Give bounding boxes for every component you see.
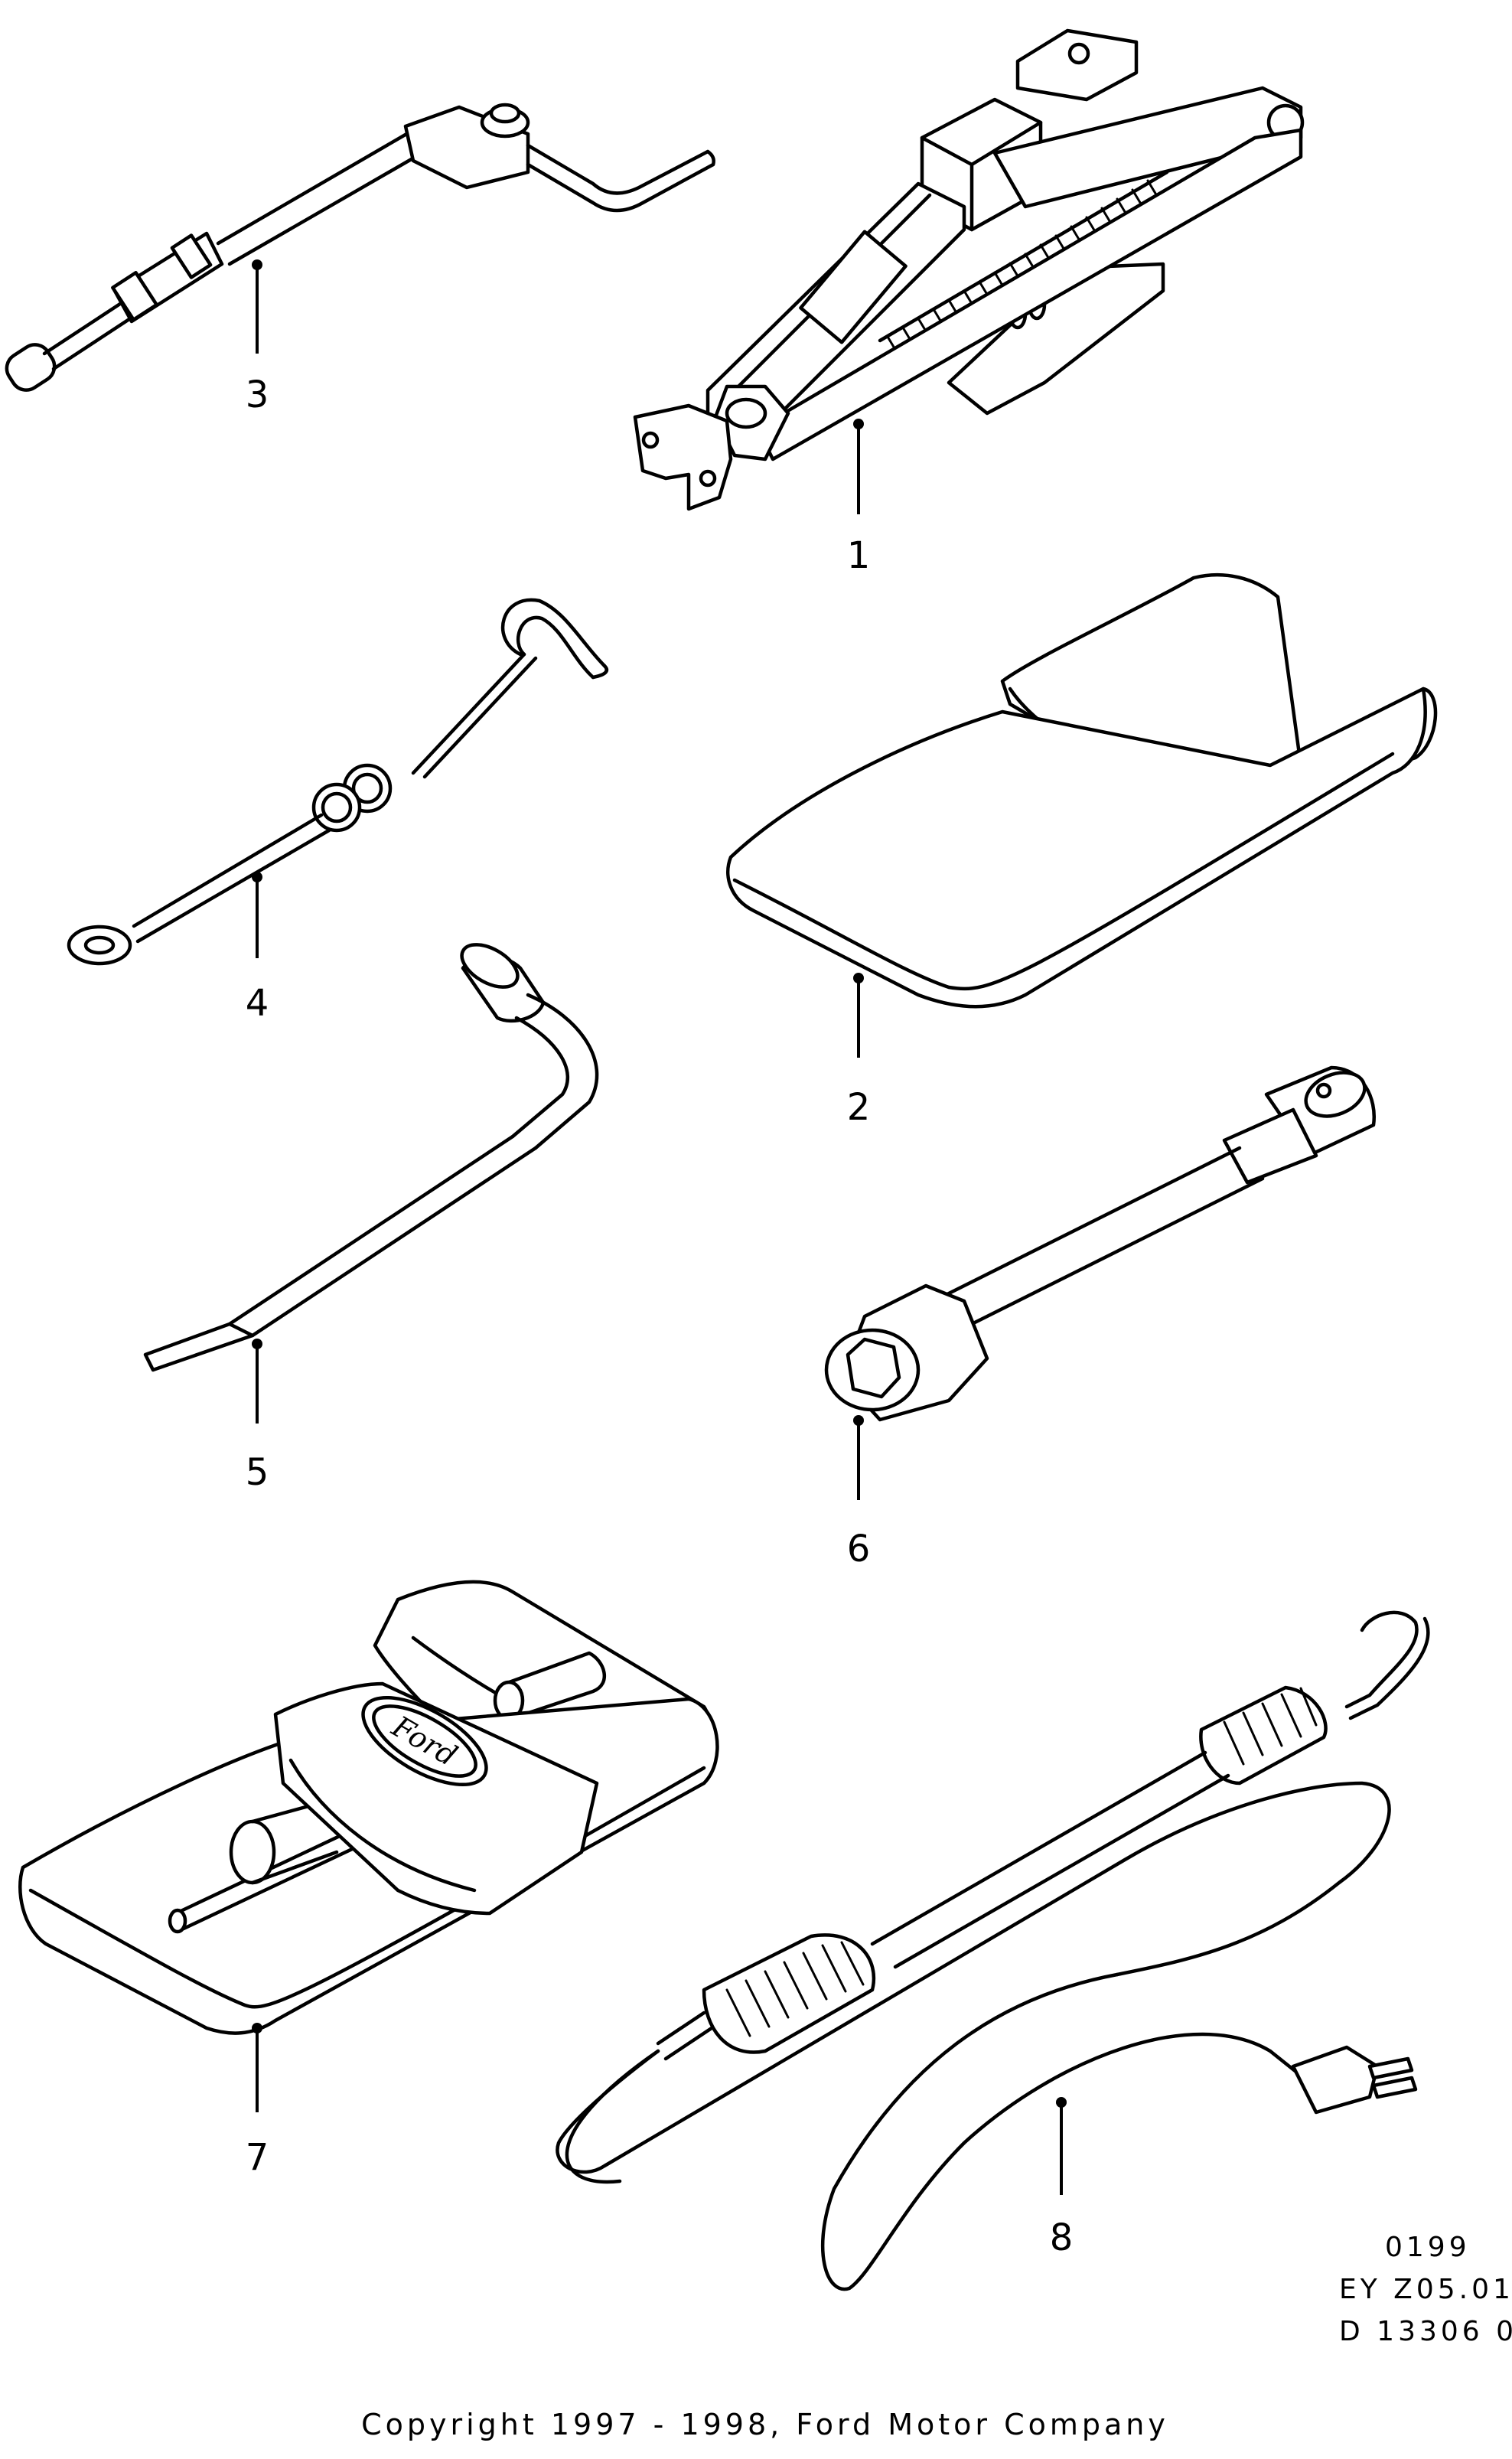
callout-6: 6 bbox=[847, 1415, 871, 1570]
copyright-text: Copyright 1997 - 1998, Ford Motor Compan… bbox=[361, 2408, 1169, 2441]
reference-line-2: EY Z05.01 bbox=[1339, 2274, 1512, 2305]
part-5-wheel-brace bbox=[143, 943, 599, 1372]
callout-8-label: 8 bbox=[1050, 2216, 1074, 2259]
callout-4: 4 bbox=[246, 872, 269, 1025]
callout-1: 1 bbox=[847, 419, 871, 577]
callout-1-label: 1 bbox=[847, 534, 871, 577]
part-6-extension-bar bbox=[824, 1065, 1376, 1422]
callout-5: 5 bbox=[246, 1339, 269, 1494]
callout-3: 3 bbox=[246, 259, 269, 416]
part-3-jack-crank-handle bbox=[5, 103, 715, 392]
callout-7-label: 7 bbox=[246, 2136, 269, 2179]
part-8-inspection-lamp bbox=[556, 1610, 1430, 2291]
callout-4-label: 4 bbox=[246, 982, 269, 1025]
reference-line-3: D 13306 0 bbox=[1339, 2316, 1512, 2347]
callout-5-label: 5 bbox=[246, 1451, 269, 1494]
callout-2: 2 bbox=[847, 973, 871, 1129]
callout-2-label: 2 bbox=[847, 1086, 871, 1129]
callout-7: 7 bbox=[246, 2023, 269, 2179]
part-2-tool-pouch bbox=[726, 572, 1438, 1009]
reference-block: 0199 EY Z05.01 D 13306 0 bbox=[1339, 2232, 1512, 2347]
callout-3-label: 3 bbox=[246, 373, 269, 416]
part-1-scissor-jack bbox=[633, 28, 1305, 511]
callout-6-label: 6 bbox=[847, 1528, 871, 1570]
reference-line-1: 0199 bbox=[1385, 2232, 1471, 2263]
part-7-tool-roll-kit: Ford bbox=[18, 1580, 719, 2035]
callout-8: 8 bbox=[1050, 2097, 1074, 2259]
part-4-tow-eye-hook bbox=[67, 598, 609, 966]
